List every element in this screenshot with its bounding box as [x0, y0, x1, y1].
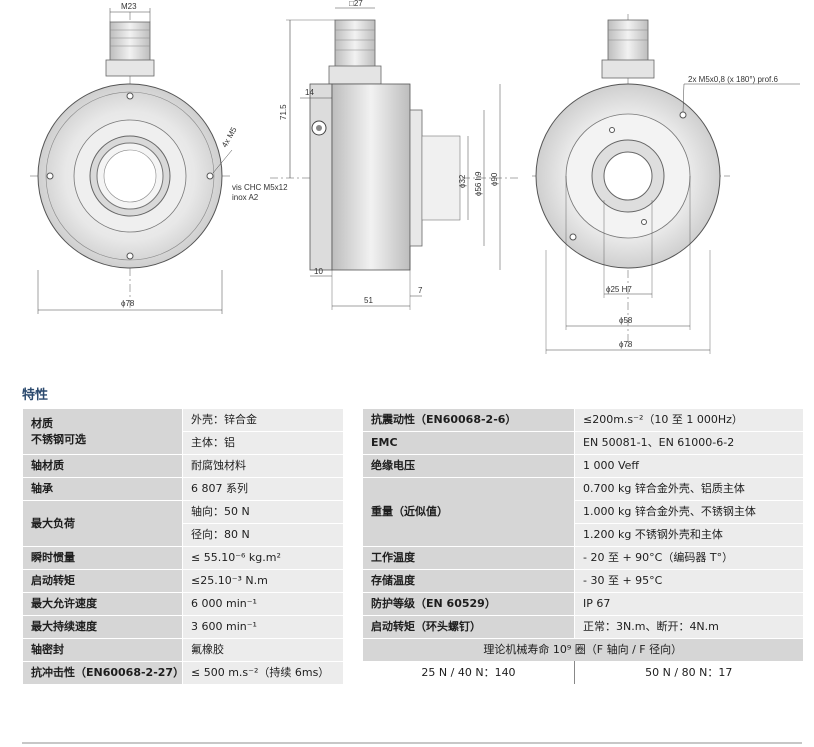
inertia-value: ≤ 55.10⁻⁶ kg.m² — [182, 546, 343, 570]
dim-h9: ϕ56 h9 — [474, 171, 483, 196]
rear-view: 2x M5x0,8 (x 180°) prof.6 ϕ25 H7 ϕ58 ϕ78 — [532, 14, 800, 354]
table-row: 轴材质 耐腐蚀材料 — [22, 454, 343, 478]
table-row: 绝缘电压 1 000 Veff — [362, 454, 803, 478]
emc-value: EN 50081-1、EN 61000-6-2 — [574, 431, 803, 455]
body-value: 主体：铝 — [182, 431, 343, 455]
dim-78: ϕ78 — [619, 340, 633, 349]
radial-load-value: 径向：80 N — [182, 523, 343, 547]
protection-value: IP 67 — [574, 592, 803, 616]
shaft-material-label: 轴材质 — [22, 454, 183, 478]
table-row: 轴承 6 807 系列 — [22, 477, 343, 501]
seal-label: 轴密封 — [22, 638, 183, 662]
operating-temp-label: 工作温度 — [362, 546, 575, 570]
storage-temp-label: 存储温度 — [362, 569, 575, 593]
torque-value: ≤25.10⁻³ N.m — [182, 569, 343, 593]
table-row: 25 N / 40 N：140 50 N / 80 N：17 — [362, 661, 803, 684]
dim-58: ϕ58 — [619, 316, 633, 325]
shock-label: 抗冲击性（EN60068-2-27） — [22, 661, 183, 684]
dim-height: 71.5 — [279, 104, 288, 120]
operating-temp-value: - 20 至 + 90°C（编码器 T°） — [574, 546, 803, 570]
table-row: 径向：80 N — [23, 523, 343, 547]
continuous-speed-value: 3 600 min⁻¹ — [182, 615, 343, 639]
max-load-label: 最大负荷 — [22, 500, 183, 547]
insulation-value: 1 000 Veff — [574, 454, 803, 478]
protection-label: 防护等级（EN 60529） — [362, 592, 575, 616]
front-view: M23 ϕ78 4x M5 — [30, 2, 239, 314]
table-row: 1.000 kg 锌合金外壳、不锈钢主体 — [363, 500, 803, 524]
table-row: 重量（近似值） 0.700 kg 锌合金外壳、铝质主体 — [362, 477, 803, 547]
material-label-line-2: 不锈钢可选 — [31, 432, 86, 446]
table-row: 防护等级（EN 60529） IP 67 — [362, 592, 803, 616]
weight-value-3: 1.200 kg 不锈钢外壳和主体 — [574, 523, 803, 547]
bearing-label: 轴承 — [22, 477, 183, 501]
storage-temp-value: - 30 至 + 95°C — [574, 569, 803, 593]
housing-value: 外壳：锌合金 — [182, 408, 343, 432]
table-row: 抗震动性（EN60068-2-6） ≤200m.s⁻²（10 至 1 000Hz… — [362, 408, 803, 432]
spec-table-left: 材质 不锈钢可选 外壳：锌合金 主体：铝 轴材质 耐腐蚀材料 轴承 6 807 … — [22, 408, 343, 684]
weight-value-2: 1.000 kg 锌合金外壳、不锈钢主体 — [574, 500, 803, 524]
shaft-material-value: 耐腐蚀材料 — [182, 454, 343, 478]
table-row: 主体：铝 — [23, 431, 343, 455]
section-title: 特性 — [22, 388, 49, 403]
vibration-label: 抗震动性（EN60068-2-6） — [362, 408, 575, 432]
vibration-value: ≤200m.s⁻²（10 至 1 000Hz） — [574, 408, 803, 432]
axial-load-value: 轴向：50 N — [182, 500, 343, 524]
table-row: 瞬时惯量 ≤ 55.10⁻⁶ kg.m² — [22, 546, 343, 570]
dim-holes: 4x M5 — [220, 125, 239, 149]
dim-10: 10 — [314, 267, 323, 276]
insulation-label: 绝缘电压 — [362, 454, 575, 478]
bearing-value: 6 807 系列 — [182, 477, 343, 501]
material-label: 材质 不锈钢可选 — [22, 408, 183, 455]
mechanical-life-header: 理论机械寿命 10⁹ 圈（F 轴向 / F 径向） — [362, 638, 803, 662]
thread-note: 2x M5x0,8 (x 180°) prof.6 — [688, 75, 778, 84]
material-label-line-1: 材质 — [31, 416, 53, 430]
table-row: 启动转矩 ≤25.10⁻³ N.m — [22, 569, 343, 593]
max-speed-value: 6 000 min⁻¹ — [182, 592, 343, 616]
table-row: 最大允许速度 6 000 min⁻¹ — [22, 592, 343, 616]
dim-7: 7 — [418, 286, 423, 295]
max-speed-label: 最大允许速度 — [22, 592, 183, 616]
mechanical-life-value-2: 50 N / 80 N：17 — [574, 661, 803, 684]
dim-m23: M23 — [121, 2, 137, 11]
dim-square: □27 — [349, 0, 363, 8]
dim-14: 14 — [305, 88, 314, 97]
table-row: 启动转矩（环头螺钉） 正常：3N.m、断开：4N.m — [362, 615, 803, 639]
torque-label: 启动转矩 — [22, 569, 183, 593]
side-view: □27 71.5 14 ϕ32 ϕ56 h9 ϕ90 10 7 51 vis C… — [232, 0, 520, 310]
table-row: 存储温度 - 30 至 + 95°C — [362, 569, 803, 593]
ring-torque-value: 正常：3N.m、断开：4N.m — [574, 615, 803, 639]
table-row: 轴密封 氟橡胶 — [22, 638, 343, 662]
table-row: 工作温度 - 20 至 + 90°C（编码器 T°） — [362, 546, 803, 570]
dim-90: ϕ90 — [490, 172, 499, 186]
table-row: 最大负荷 轴向：50 N — [22, 500, 343, 547]
weight-label: 重量（近似值） — [362, 477, 575, 547]
emc-label: EMC — [362, 431, 575, 455]
ring-torque-label: 启动转矩（环头螺钉） — [362, 615, 575, 639]
shock-value: ≤ 500 m.s⁻²（持续 6ms） — [182, 661, 343, 684]
dim-shaft: ϕ32 — [458, 174, 467, 188]
spec-table-right: 抗震动性（EN60068-2-6） ≤200m.s⁻²（10 至 1 000Hz… — [362, 408, 803, 684]
mechanical-life-value-1: 25 N / 40 N：140 — [362, 661, 575, 684]
table-row: 材质 不锈钢可选 外壳：锌合金 — [22, 408, 343, 455]
seal-value: 氟橡胶 — [182, 638, 343, 662]
table-row: 理论机械寿命 10⁹ 圈（F 轴向 / F 径向） — [362, 638, 803, 662]
dim-51: 51 — [364, 296, 373, 305]
table-row: 抗冲击性（EN60068-2-27） ≤ 500 m.s⁻²（持续 6ms） — [22, 661, 343, 684]
screw-note-1: vis CHC M5x12 — [232, 183, 288, 192]
table-row: EMC EN 50081-1、EN 61000-6-2 — [362, 431, 803, 455]
dim-front-diameter: ϕ78 — [121, 299, 135, 308]
continuous-speed-label: 最大持续速度 — [22, 615, 183, 639]
inertia-label: 瞬时惯量 — [22, 546, 183, 570]
bottom-divider — [22, 742, 802, 744]
technical-drawing: M23 ϕ78 4x M5 □27 71.5 14 ϕ32 ϕ56 h9 ϕ — [30, 0, 800, 354]
weight-value-1: 0.700 kg 锌合金外壳、铝质主体 — [574, 477, 803, 501]
dim-bore: ϕ25 H7 — [606, 285, 632, 294]
screw-note-2: inox A2 — [232, 193, 259, 202]
table-row: 1.200 kg 不锈钢外壳和主体 — [363, 523, 803, 547]
table-row: 最大持续速度 3 600 min⁻¹ — [22, 615, 343, 639]
